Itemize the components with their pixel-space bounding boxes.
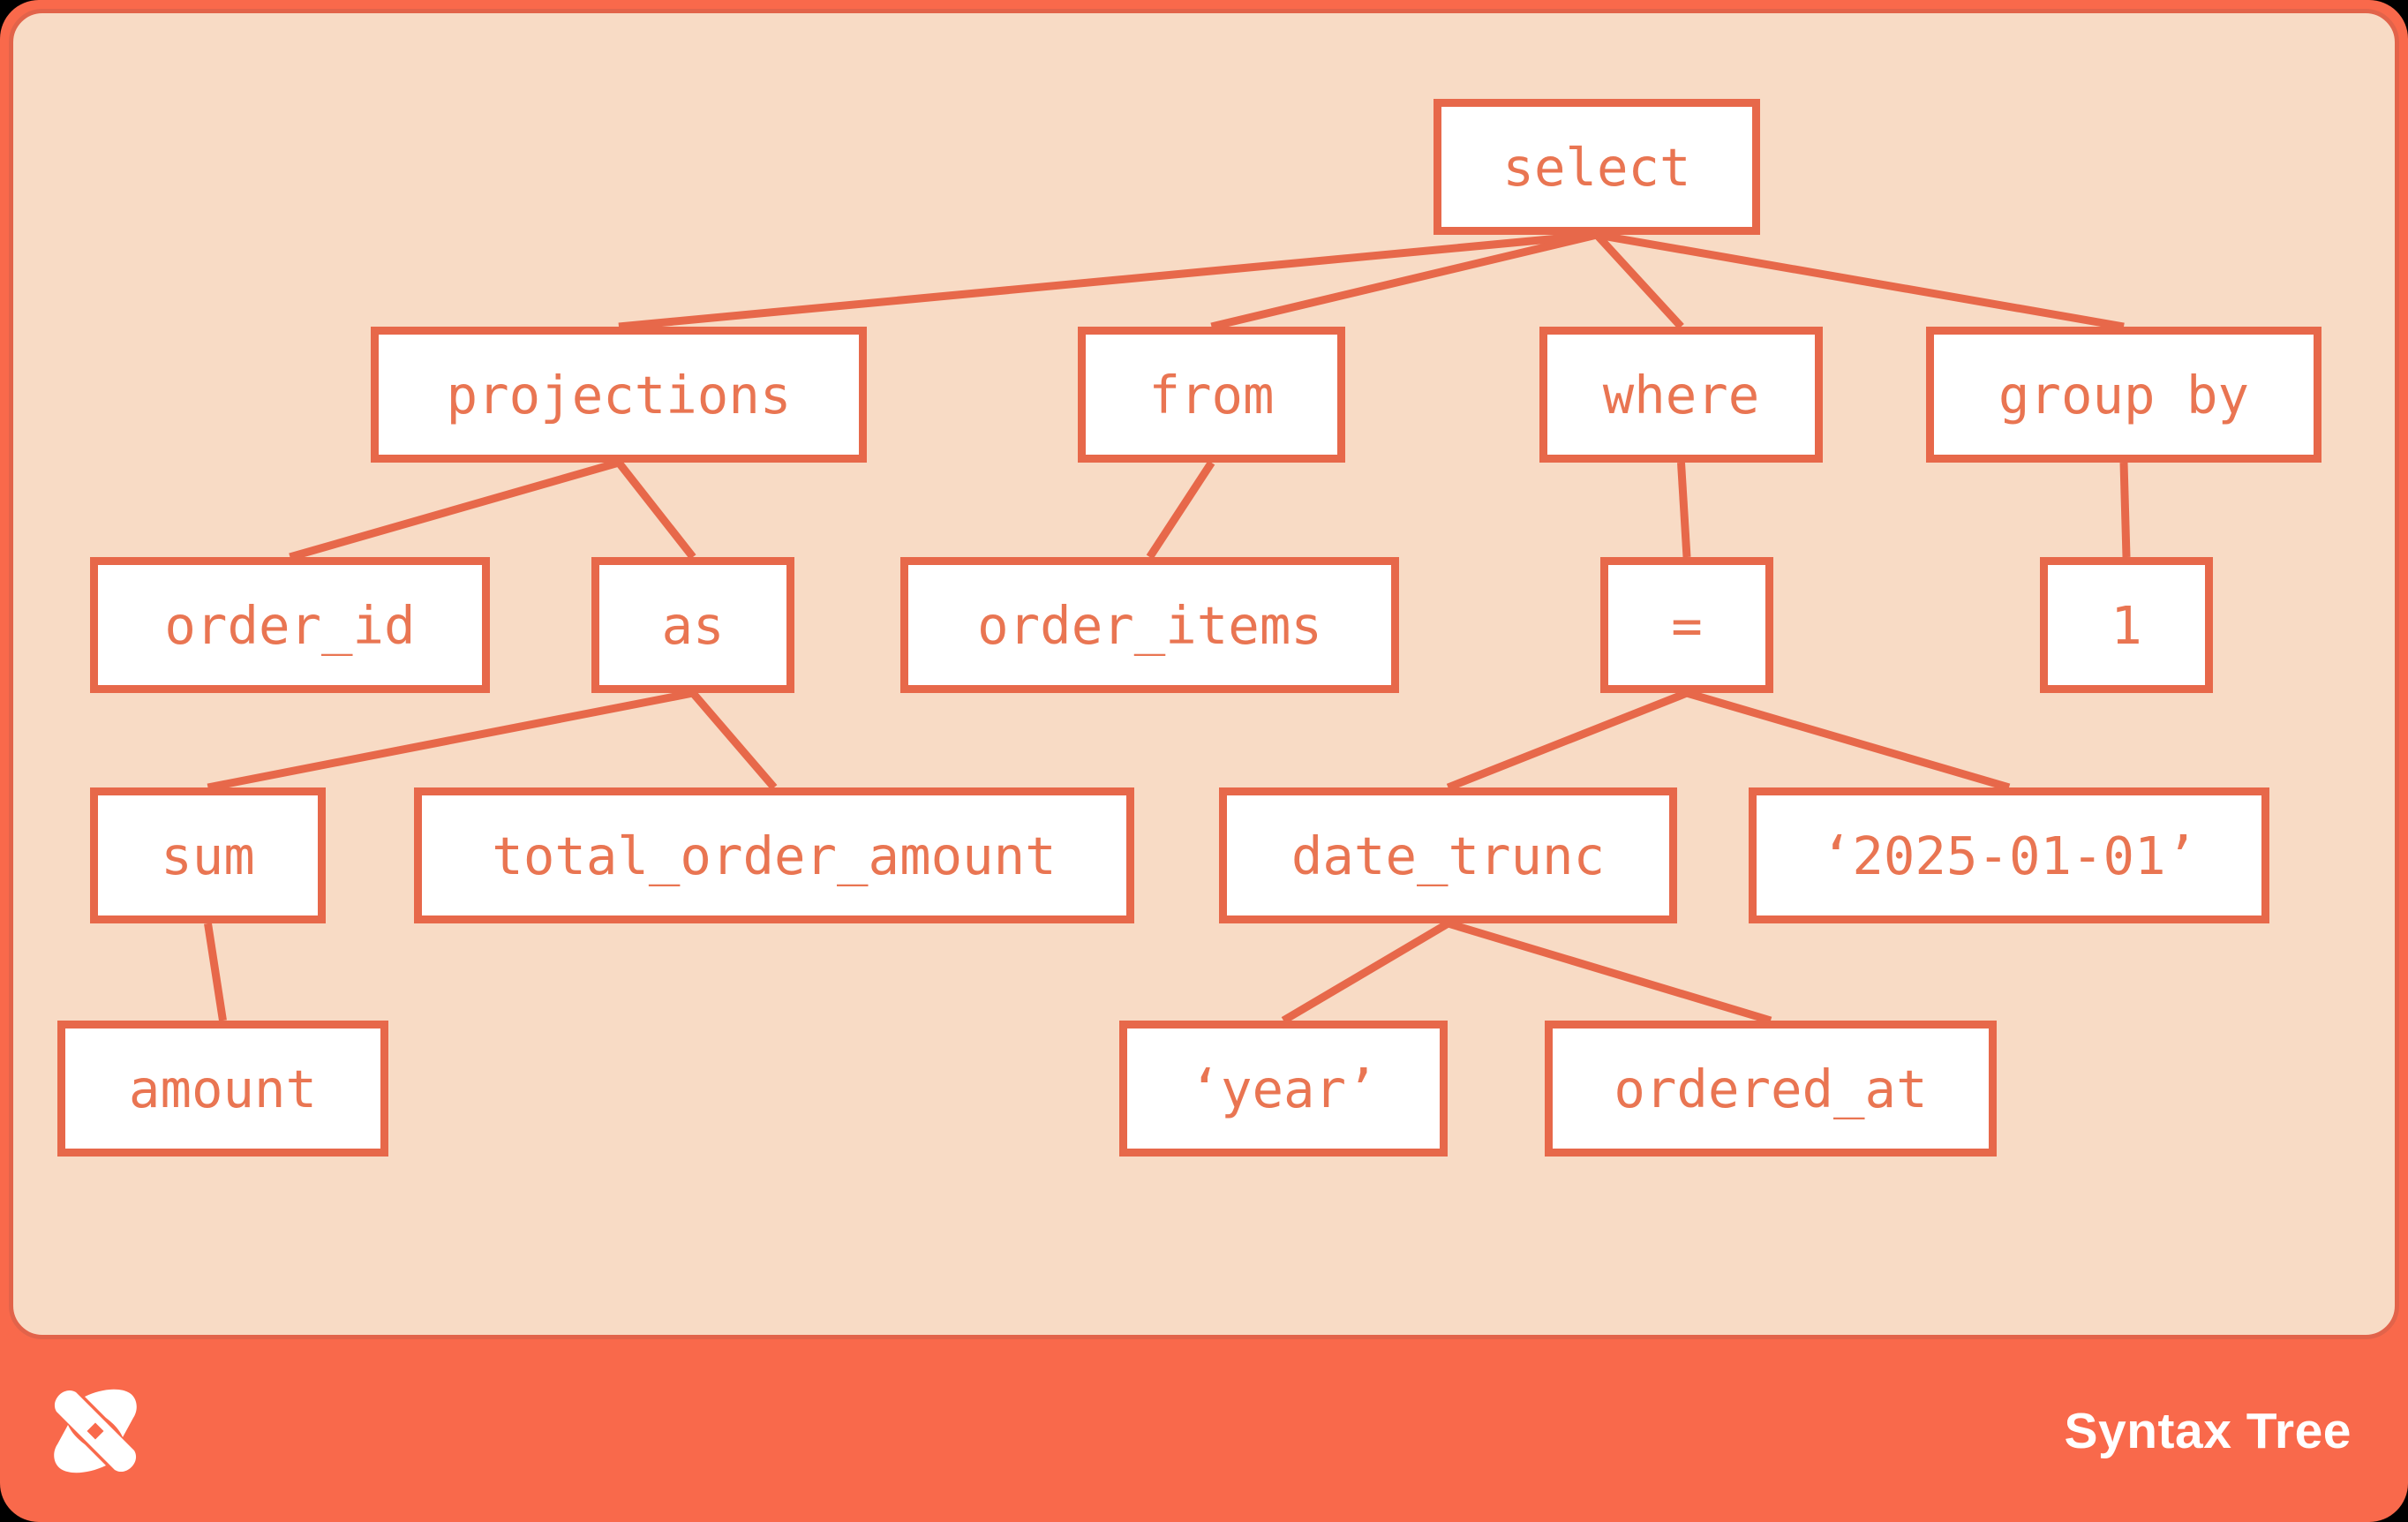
tree-node-from: from (1078, 327, 1345, 463)
tree-node-label: order_items (977, 594, 1322, 656)
tree-node-label: date_trunc (1291, 825, 1606, 886)
tree-node-label: order_id (164, 594, 416, 656)
tree-node-date_trunc: date_trunc (1219, 787, 1677, 923)
tree-node-label: from (1148, 364, 1275, 426)
tree-node-ordered_at: ordered_at (1545, 1021, 1997, 1157)
tree-node-label: group by (1998, 364, 2250, 426)
tree-node-label: select (1502, 136, 1691, 198)
tree-node-label: projections (446, 364, 792, 426)
tree-node-label: ‘2025-01-01’ (1820, 825, 2198, 886)
tree-node-label: as (661, 594, 725, 656)
tree-node-where: where (1539, 327, 1823, 463)
tree-node-label: sum (161, 825, 255, 886)
tree-node-label: total_order_amount (492, 825, 1057, 886)
tree-node-label: ordered_at (1614, 1058, 1928, 1119)
tree-node-date_literal: ‘2025-01-01’ (1749, 787, 2269, 923)
tree-node-projections: projections (371, 327, 867, 463)
tree-node-order_items: order_items (900, 557, 1399, 693)
footer-title: Syntax Tree (2064, 1402, 2352, 1459)
tree-node-group_by: group by (1926, 327, 2321, 463)
dbt-logo-icon (54, 1389, 137, 1473)
tree-node-label: where (1602, 364, 1760, 426)
tree-node-label: = (1671, 594, 1703, 656)
tree-node-total_order_amount: total_order_amount (414, 787, 1134, 923)
tree-node-amount: amount (57, 1021, 388, 1157)
tree-node-year_literal: ‘year’ (1119, 1021, 1448, 1157)
tree-node-label: amount (128, 1058, 318, 1119)
tree-node-label: 1 (2111, 594, 2142, 656)
tree-node-select: select (1434, 99, 1760, 235)
tree-node-as: as (591, 557, 794, 693)
tree-node-label: ‘year’ (1189, 1058, 1378, 1119)
tree-node-eq: = (1600, 557, 1773, 693)
tree-node-order_id: order_id (90, 557, 490, 693)
tree-node-one: 1 (2040, 557, 2213, 693)
tree-node-sum: sum (90, 787, 326, 923)
footer-bar: Syntax Tree (0, 1339, 2408, 1522)
